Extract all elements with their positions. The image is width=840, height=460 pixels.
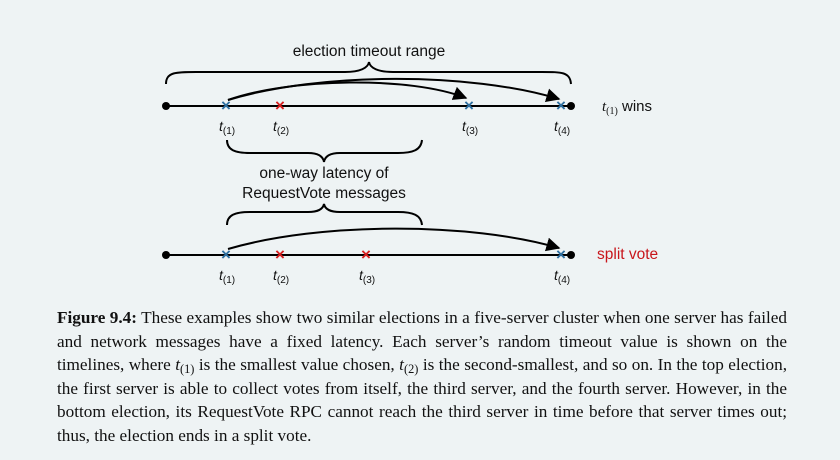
top-timeline-start-dot xyxy=(162,102,170,110)
caption-t1-sub: (1) xyxy=(179,362,195,377)
bottom-t2-label: t(2) xyxy=(273,267,289,286)
bottom-t1-blue-x-mark: × xyxy=(221,245,231,264)
timeout-range-label: election timeout range xyxy=(293,43,446,60)
bottom-t1-label: t(1) xyxy=(219,267,235,286)
bottom-t3-red-x-mark: × xyxy=(361,245,371,264)
t1-blue-x-mark: × xyxy=(221,96,231,115)
latency-label-line2: RequestVote messages xyxy=(242,185,406,202)
t1-wins-label: t(1) wins xyxy=(602,98,652,117)
top-t3-label: t(3) xyxy=(462,118,478,137)
caption-t2-sub: (2) xyxy=(403,362,419,377)
t3-blue-x-mark: × xyxy=(464,96,474,115)
bottom-t2-red-x-mark: × xyxy=(275,245,285,264)
request-vote-arrow-to-t4 xyxy=(227,77,561,103)
top-t2-label: t(2) xyxy=(273,118,289,137)
top-t1-label: t(1) xyxy=(219,118,235,137)
t4-blue-x-mark: × xyxy=(556,96,566,115)
caption-part3: is the second-smallest, and so on. In th… xyxy=(57,355,787,445)
latency-brace-bottom xyxy=(226,203,423,226)
caption-t1: t xyxy=(175,355,180,375)
caption-part2: is the smallest value chosen, xyxy=(194,355,400,375)
caption-part1: These examples show two similar election… xyxy=(57,308,787,375)
top-t4-label: t(4) xyxy=(554,118,570,137)
bottom-timeline-end-dot xyxy=(567,251,575,259)
split-vote-label: split vote xyxy=(597,246,658,263)
figure-label: Figure 9.4: xyxy=(57,308,137,327)
bottom-timeline: × × × × t(1) t(2) t(3) t(4) split vote xyxy=(162,203,658,286)
latency-label-line1: one-way latency of xyxy=(259,165,389,182)
top-timeline-end-dot xyxy=(567,102,575,110)
t2-red-x-mark: × xyxy=(275,96,285,115)
latency-brace-top xyxy=(226,139,423,163)
bottom-t3-label: t(3) xyxy=(359,267,375,286)
top-timeline: election timeout range × × × × t(1) t(2)… xyxy=(162,43,652,163)
bottom-t4-blue-x-mark: × xyxy=(556,245,566,264)
request-vote-arrow-bottom-to-t4 xyxy=(227,227,561,252)
bottom-t4-label: t(4) xyxy=(554,267,570,286)
figure-caption: Figure 9.4: These examples show two simi… xyxy=(57,306,787,448)
bottom-timeline-start-dot xyxy=(162,251,170,259)
timeout-range-brace xyxy=(165,61,572,85)
caption-t2: t xyxy=(399,355,404,375)
